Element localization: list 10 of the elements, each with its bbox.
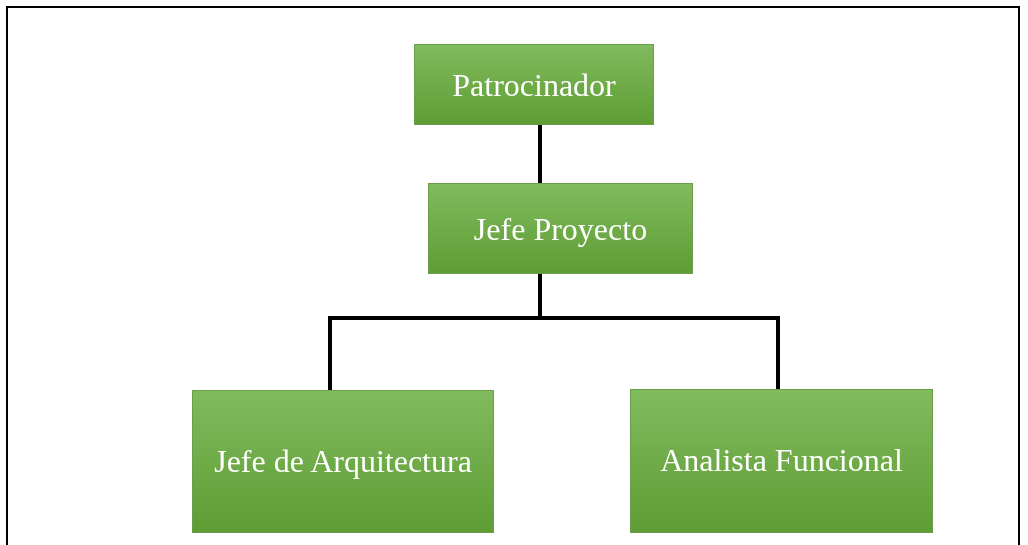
role-label: Jefe de Arquitectura <box>214 441 472 481</box>
connector-line <box>538 274 780 389</box>
role-box <box>414 44 654 125</box>
role-box <box>630 389 933 533</box>
role-label: Analista Funcional <box>660 441 903 481</box>
role-box <box>428 183 693 274</box>
role-label: Jefe Proyecto <box>473 209 648 249</box>
connector-line <box>538 125 542 183</box>
role-box <box>192 390 494 533</box>
role-label: Patrocinador <box>452 65 616 105</box>
